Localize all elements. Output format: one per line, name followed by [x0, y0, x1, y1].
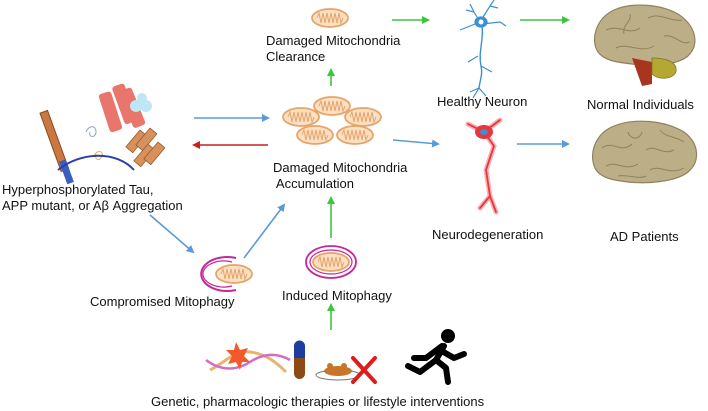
- food-plate-icon: [315, 363, 361, 381]
- healthy-neuron-label: Healthy Neuron: [437, 94, 528, 109]
- tau-app-label: Hyperphosphorylated Tau, APP mutant, or …: [2, 182, 183, 213]
- compromised-mitophagy-label: Compromised Mitophagy: [90, 294, 235, 309]
- arrow-compromised-to-accumulation: [243, 203, 286, 259]
- damaged-clearance-label: Damaged Mitochondria Clearance: [266, 33, 401, 64]
- mitochondria-cluster-icon: [282, 96, 382, 145]
- autophagosome-icon: [305, 245, 357, 279]
- healthy-neuron-icon: [459, 0, 507, 99]
- arrows: [149, 16, 570, 330]
- induced-mitophagy-label: Induced Mitophagy: [282, 288, 392, 303]
- ad-patients-label: AD Patients: [610, 229, 679, 244]
- normal-individuals-label: Normal Individuals: [587, 97, 694, 112]
- interventions-label: Genetic, pharmacologic therapies or life…: [151, 394, 485, 409]
- phagophore-icon: [200, 256, 253, 292]
- cross-out-icon: [351, 356, 377, 384]
- runner-icon: [405, 329, 467, 385]
- pill-icon: [294, 340, 305, 379]
- mitochondrion-icon: [311, 8, 349, 28]
- ad-brain-icon: [592, 120, 698, 184]
- dna-gene-therapy-icon: [205, 342, 291, 374]
- damaged-accumulation-label: Damaged Mitochondria Accumulation: [273, 160, 408, 191]
- neurodegeneration-label: Neurodegeneration: [432, 227, 544, 242]
- arrow-accumulation-to-neurodegeneration: [392, 139, 440, 148]
- arrow-tau-to-compromised: [149, 214, 195, 254]
- tau-app-aggregation-icon: [39, 83, 166, 185]
- normal-brain-icon: [593, 4, 696, 86]
- degenerating-neuron-icon: [465, 117, 503, 215]
